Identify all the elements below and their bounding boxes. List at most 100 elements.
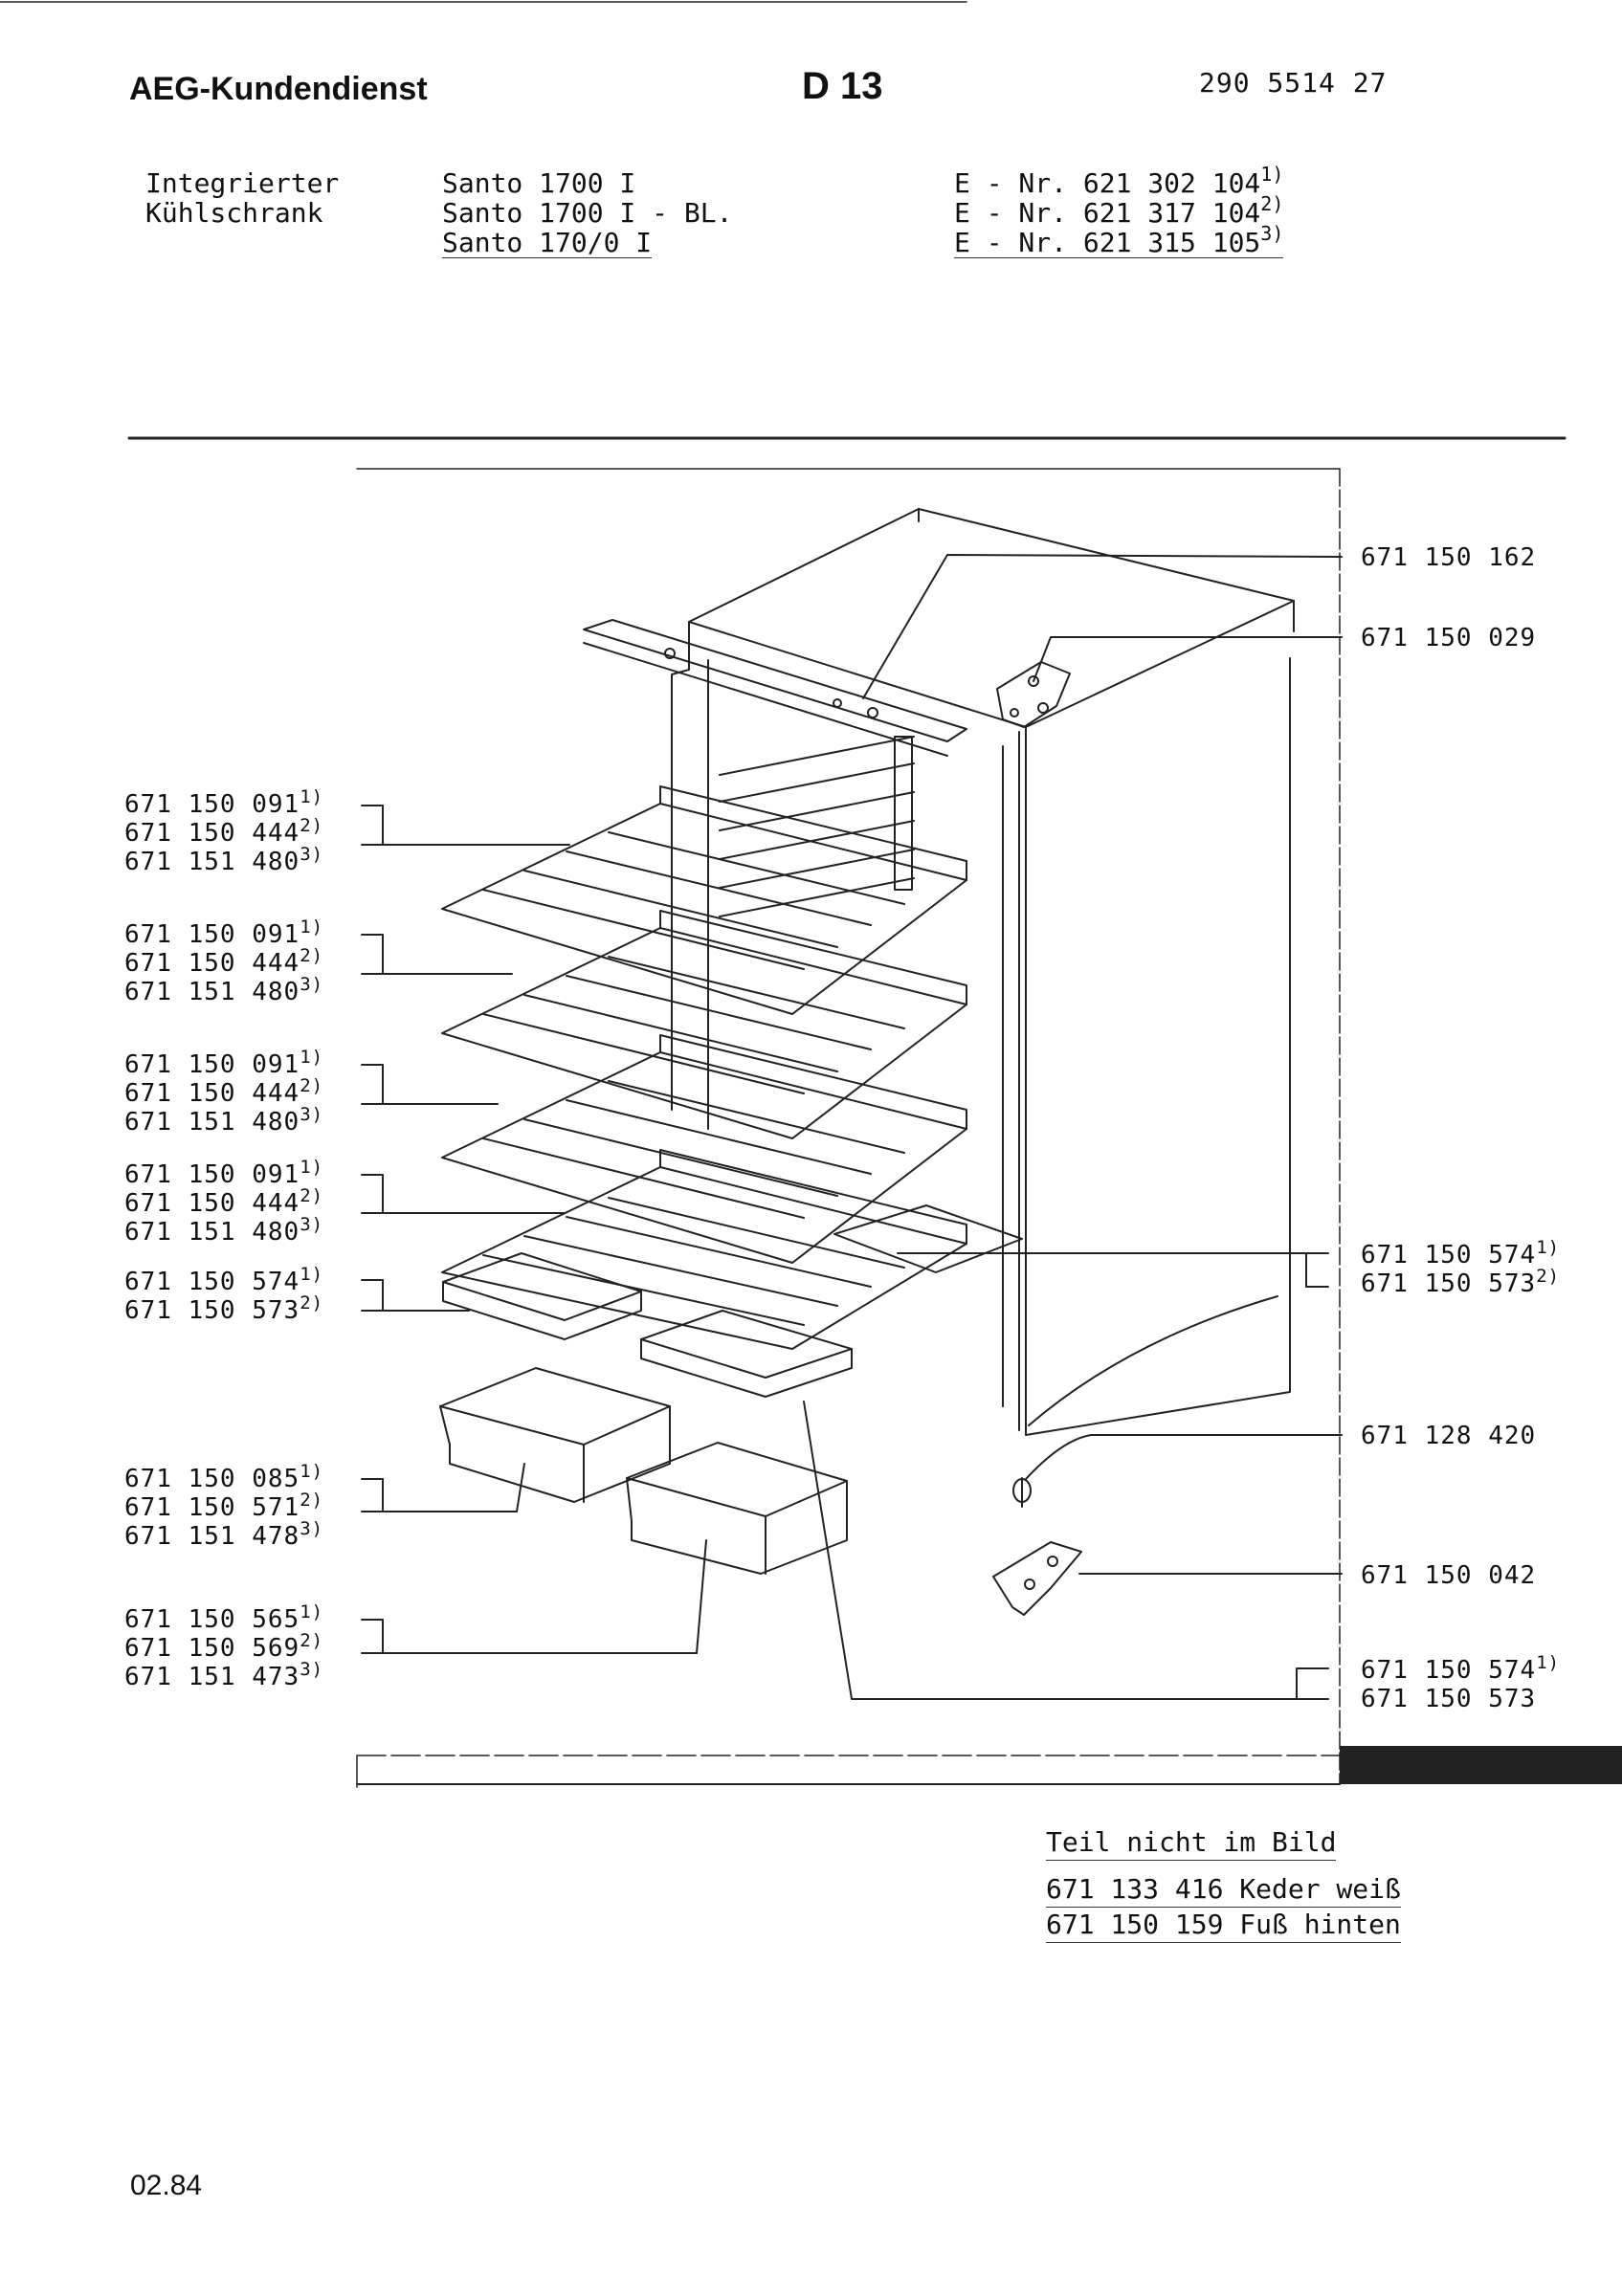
footnote-ref: 1) xyxy=(1536,1237,1561,1258)
part-number: 671 150 5732) xyxy=(1361,1266,1561,1299)
footnote-ref: 2) xyxy=(1260,192,1284,215)
part-number-text: 671 150 574 xyxy=(1361,1656,1537,1685)
model-name: Santo 1700 I - BL. xyxy=(442,197,733,229)
part-number-text: 671 150 091 xyxy=(124,920,300,949)
part-number: 671 150 5692) xyxy=(124,1632,323,1664)
leader-line xyxy=(803,1401,1298,1700)
part-label-group-shelf-2: 671 150 0911) 671 150 4442) 671 151 4803… xyxy=(124,918,323,1007)
part-number-text: 671 150 444 xyxy=(124,819,300,848)
right-leader-lines xyxy=(803,554,1343,1700)
part-label-group-crisper-drawer-2: 671 150 5651) 671 150 5692) 671 151 4733… xyxy=(124,1603,323,1692)
part-number: 671 150 0851) xyxy=(124,1463,323,1494)
part-number: 671 151 4803) xyxy=(124,976,323,1007)
document-number: 290 5514 27 xyxy=(1199,67,1388,99)
part-label-group-shelf-4: 671 150 0911) 671 150 4442) 671 151 4803… xyxy=(124,1159,323,1247)
glass-shelf xyxy=(441,1149,967,1350)
footnote-ref: 3) xyxy=(300,1104,324,1125)
part-number: 671 150 5712) xyxy=(124,1490,324,1523)
part-number-text: 671 150 029 xyxy=(1361,624,1537,652)
bracket xyxy=(361,1174,384,1214)
bracket xyxy=(1296,1667,1329,1700)
part-number-text: 671 150 571 xyxy=(124,1493,300,1522)
part-number-text: 671 151 480 xyxy=(124,978,300,1006)
part-number: 671 150 4442) xyxy=(124,817,323,849)
e-number-text: E - Nr. 621 302 104 xyxy=(954,167,1261,199)
footnote-ref: 3) xyxy=(300,1518,324,1539)
part-number-text: 671 150 574 xyxy=(124,1268,300,1296)
part-number: 671 150 5741) xyxy=(1361,1239,1560,1270)
part-number-text: 671 150 444 xyxy=(124,1079,300,1108)
part-number: 671 151 4803) xyxy=(124,1106,323,1137)
part-number-text: 671 150 565 xyxy=(124,1605,300,1634)
crisper-drawer xyxy=(626,1442,848,1575)
model-list: Santo 1700 I Santo 1700 I - BL. Santo 17… xyxy=(442,168,732,258)
part-number-text: 671 150 573 xyxy=(1361,1269,1537,1298)
bracket xyxy=(1305,1252,1329,1288)
footnote-ref: 1) xyxy=(300,1264,324,1285)
leader-line xyxy=(862,554,1343,699)
leader-line xyxy=(696,1539,707,1654)
bottom-hinge-part xyxy=(992,1541,1082,1616)
part-number-text: 671 151 480 xyxy=(124,1108,300,1137)
leader-line xyxy=(1025,1434,1343,1480)
note-item: 671 150 159 Fuß hinten xyxy=(1046,1908,1401,1943)
footnote-ref: 2) xyxy=(300,945,324,966)
part-number: 671 150 5651) xyxy=(124,1603,323,1635)
part-number-text: 671 150 444 xyxy=(124,949,300,978)
part-number: 671 150 4442) xyxy=(124,1077,323,1109)
footnote-ref: 2) xyxy=(1536,1266,1561,1287)
glass-shelf xyxy=(441,910,967,1139)
part-number-text: 671 150 573 xyxy=(1361,1685,1537,1713)
glass-shelf xyxy=(441,785,967,1015)
part-label-bottom-hinge: 671 150 042 xyxy=(1361,1561,1536,1590)
parts-not-shown: Teil nicht im Bild 671 133 416 Keder wei… xyxy=(1046,1825,1401,1943)
footnote-ref: 2) xyxy=(300,1075,324,1096)
part-number-text: 671 150 444 xyxy=(124,1189,300,1218)
scan-dark-bar xyxy=(1340,1746,1622,1784)
part-number: 671 150 0911) xyxy=(124,788,323,820)
part-number: 671 150 0911) xyxy=(124,918,323,950)
part-number-text: 671 151 480 xyxy=(124,1218,300,1247)
part-number-text: 671 150 574 xyxy=(1361,1241,1537,1269)
part-label-foot: 671 128 420 xyxy=(1361,1422,1536,1450)
product-type-line: Kühlschrank xyxy=(145,197,323,229)
footnote-ref: 1) xyxy=(300,1601,324,1623)
part-label-crisper-cover-right: 671 150 5741) 671 150 5732) xyxy=(1361,1239,1561,1299)
bracket xyxy=(361,1619,384,1654)
glass-shelf xyxy=(441,1034,967,1264)
model-name: Santo 170/0 I xyxy=(442,227,653,258)
product-type-line: Integrierter xyxy=(145,167,340,199)
part-number-text: 671 150 042 xyxy=(1361,1561,1537,1590)
part-number-text: 671 150 573 xyxy=(124,1296,300,1325)
bracket xyxy=(361,934,384,975)
part-number-text: 671 128 420 xyxy=(1361,1422,1537,1450)
bracket xyxy=(361,1279,384,1312)
part-number-text: 671 150 085 xyxy=(124,1465,300,1493)
footnote-ref: 2) xyxy=(300,1292,324,1314)
part-label-group-crisper-drawer-1: 671 150 0851) 671 150 5712) 671 151 4783… xyxy=(124,1463,324,1552)
footnote-ref: 1) xyxy=(300,916,324,938)
part-label-group-shelf-1: 671 150 0911) 671 150 4442) 671 151 4803… xyxy=(124,788,323,877)
part-label-group-shelf-3: 671 150 0911) 671 150 4442) 671 151 4803… xyxy=(124,1049,323,1137)
footnote-ref: 3) xyxy=(300,1659,324,1680)
crisper-cover xyxy=(442,1252,642,1340)
part-label-top-cover: 671 150 162 xyxy=(1361,543,1536,572)
crisper-drawer xyxy=(439,1367,671,1503)
part-number-text: 671 150 091 xyxy=(124,1160,300,1189)
part-number-text: 671 151 478 xyxy=(124,1522,300,1551)
footnote-ref: 2) xyxy=(300,1490,324,1511)
foot-part xyxy=(1012,1477,1032,1508)
part-number: 671 151 4733) xyxy=(124,1661,323,1692)
part-number: 671 151 4803) xyxy=(124,1216,323,1247)
part-number-text: 671 150 569 xyxy=(124,1634,300,1663)
model-name: Santo 1700 I xyxy=(442,167,636,199)
part-number-text: 671 150 162 xyxy=(1361,543,1537,572)
footnote-ref: 1) xyxy=(1260,163,1284,186)
bracket xyxy=(361,1478,384,1512)
leader-line xyxy=(1033,636,1343,682)
part-number: 671 150 0911) xyxy=(124,1049,323,1080)
part-number: 671 150 4442) xyxy=(124,947,323,979)
part-number: 671 150 573 xyxy=(1361,1685,1560,1713)
